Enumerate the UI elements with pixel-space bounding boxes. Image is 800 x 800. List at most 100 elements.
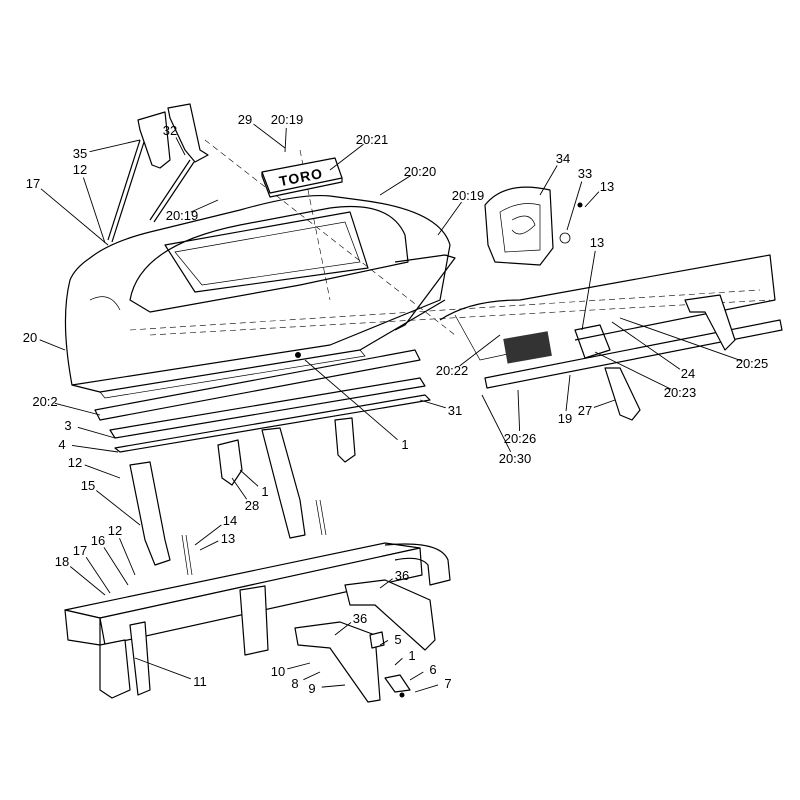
leader-c-9 [321, 684, 346, 688]
side-brackets [129, 417, 356, 576]
leader-c-11 [134, 657, 191, 680]
callout-20-2: 20:2 [32, 394, 57, 409]
leader-c-13-top [584, 191, 600, 208]
callout-20-19-right: 20:19 [452, 188, 485, 203]
leader-c-20-19-left [190, 199, 219, 213]
callout-20-21: 20:21 [356, 132, 389, 147]
leader-c-36-mid [334, 622, 352, 636]
leader-c-20-21 [329, 143, 364, 171]
callout-19: 19 [558, 411, 572, 426]
callout-13-low: 13 [221, 531, 235, 546]
callout-20-19-left: 20:19 [166, 208, 199, 223]
wheel-arms [294, 579, 436, 703]
leader-c-1-mid [304, 359, 398, 441]
callout-17-top: 17 [26, 176, 40, 191]
leader-c-4 [71, 444, 119, 453]
callout-17-low: 17 [73, 543, 87, 558]
leader-c-15 [96, 490, 141, 526]
callout-12-mid: 12 [68, 455, 82, 470]
callout-29: 29 [238, 112, 252, 127]
leader-c-20 [39, 339, 66, 351]
leader-c-20-22 [459, 334, 501, 367]
leader-c-28 [231, 477, 248, 500]
callout-5: 5 [394, 632, 401, 647]
callout-1-low: 1 [261, 484, 268, 499]
leader-c-20-25 [619, 317, 743, 362]
callout-28: 28 [245, 498, 259, 513]
callout-13-top: 13 [600, 179, 614, 194]
callout-20-22: 20:22 [436, 363, 469, 378]
leader-c-31 [419, 399, 446, 409]
main-frame [64, 542, 451, 699]
leader-c-18 [70, 566, 106, 596]
callout-15: 15 [81, 478, 95, 493]
leader-c-13-low [199, 540, 219, 551]
callout-7: 7 [444, 676, 451, 691]
callout-11: 11 [193, 674, 207, 689]
leader-c-33 [566, 181, 583, 231]
callout-12-low: 12 [108, 523, 122, 538]
bottom-plates [94, 349, 431, 453]
callout-8: 8 [291, 676, 298, 691]
callout-20-19-top: 20:19 [271, 112, 304, 127]
callout-1-bottom: 1 [408, 648, 415, 663]
leader-c-6 [409, 671, 424, 681]
leader-c-20-26 [517, 389, 521, 432]
callout-14: 14 [223, 513, 237, 528]
callout-20-20: 20:20 [404, 164, 437, 179]
callout-32: 32 [163, 123, 177, 138]
callout-20-30: 20:30 [499, 451, 532, 466]
callout-31: 31 [448, 403, 462, 418]
callout-3: 3 [64, 418, 71, 433]
callout-20-25: 20:25 [736, 356, 769, 371]
callout-4: 4 [58, 437, 65, 452]
leader-c-20-19-right [437, 201, 462, 236]
leader-c-20-30 [481, 394, 512, 453]
callout-34: 34 [556, 151, 570, 166]
leader-c-7 [414, 684, 439, 693]
leader-c-5 [379, 640, 389, 646]
callout-24: 24 [681, 366, 695, 381]
leader-c-1-low [239, 469, 259, 487]
callout-20: 20 [23, 330, 37, 345]
callout-33: 33 [578, 166, 592, 181]
callout-10: 10 [271, 664, 285, 679]
callout-13-mid: 13 [590, 235, 604, 250]
leader-c-32 [175, 137, 186, 156]
leader-c-29 [253, 123, 286, 149]
callout-16: 16 [91, 533, 105, 548]
leader-c-35 [89, 139, 141, 153]
leader-c-8 [303, 671, 321, 681]
leader-c-20-23 [594, 351, 672, 390]
leader-c-3 [77, 426, 116, 439]
scoop [484, 186, 583, 266]
leader-c-1-bottom [394, 657, 403, 666]
leader-c-17-low [85, 557, 111, 594]
callout-35: 35 [73, 146, 87, 161]
callout-20-23: 20:23 [664, 385, 697, 400]
rear-panel [439, 254, 783, 421]
leader-c-19 [565, 374, 571, 412]
leader-c-27 [593, 399, 616, 408]
callout-18: 18 [55, 554, 69, 569]
handle-brackets [107, 103, 209, 243]
callout-27: 27 [578, 403, 592, 418]
callout-12-top: 12 [73, 162, 87, 177]
leader-c-24 [611, 321, 681, 370]
callout-1-mid: 1 [401, 437, 408, 452]
leader-c-20-20 [379, 175, 412, 196]
callout-20-26: 20:26 [504, 431, 537, 446]
leader-c-12-top [82, 177, 106, 244]
leader-c-17-top [40, 188, 109, 246]
leader-c-34 [539, 165, 558, 196]
leader-c-20-19-top [284, 127, 287, 153]
callout-6: 6 [429, 662, 436, 677]
callout-36-right: 36 [395, 568, 409, 583]
leader-c-13-mid [581, 250, 596, 331]
leader-c-10 [287, 662, 311, 670]
leader-c-14 [194, 524, 222, 546]
leader-c-36-right [379, 578, 393, 589]
callout-36-mid: 36 [353, 611, 367, 626]
